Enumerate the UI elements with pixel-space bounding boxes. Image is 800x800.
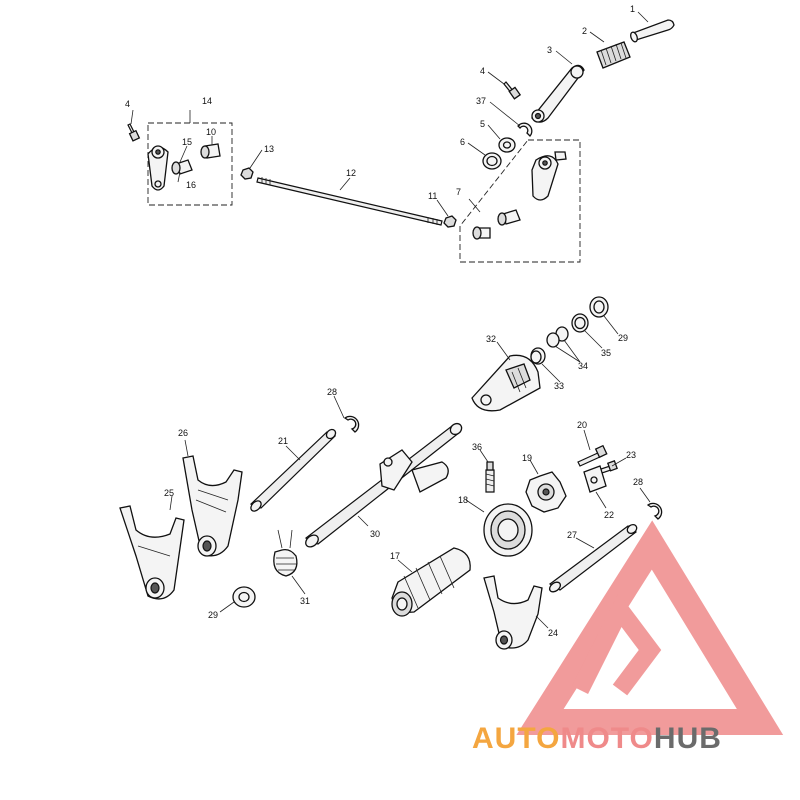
part-35-washer bbox=[571, 313, 589, 333]
part-17-shift-drum bbox=[391, 547, 471, 617]
callout-4: 4 bbox=[480, 66, 485, 76]
callout-34: 34 bbox=[578, 361, 588, 371]
part-6-washer bbox=[482, 152, 502, 170]
part-4-bolt-left bbox=[127, 123, 141, 142]
part-28-clip-right bbox=[646, 502, 663, 520]
callout-25: 25 bbox=[164, 488, 174, 498]
callout-27: 27 bbox=[567, 530, 577, 540]
part-11-nut bbox=[443, 215, 457, 228]
part-20-bolt bbox=[577, 444, 608, 467]
callout-33: 33 bbox=[554, 381, 564, 391]
watermark-logo bbox=[516, 520, 784, 735]
callout-26: 26 bbox=[178, 428, 188, 438]
part-32-shift-plate bbox=[471, 354, 541, 412]
part-2-rubber-grip bbox=[596, 41, 631, 69]
callout-22: 22 bbox=[604, 510, 614, 520]
part-13-nut bbox=[240, 167, 254, 180]
assembly-box-7 bbox=[459, 139, 581, 263]
part-29-washer-upper bbox=[589, 296, 609, 318]
callout-35: 35 bbox=[601, 348, 611, 358]
callout-28-left: 28 bbox=[327, 387, 337, 397]
callout-labels: 1 2 3 4 37 5 6 7 4 14 15 10 16 13 12 11 … bbox=[125, 4, 643, 638]
part-18-bearing bbox=[483, 503, 533, 557]
callout-24: 24 bbox=[548, 628, 558, 638]
part-28-clip-left bbox=[343, 415, 360, 433]
svg-text:AUTOMOTOHUB: AUTOMOTOHUB bbox=[472, 722, 722, 755]
leader-lines bbox=[130, 11, 651, 629]
part-24-shift-fork bbox=[483, 575, 543, 650]
part-7-shift-arm bbox=[472, 151, 567, 240]
part-22-bracket bbox=[583, 465, 607, 493]
watermark-auto: AUTO bbox=[472, 722, 560, 755]
assembly-box-14 bbox=[147, 110, 233, 206]
part-15-ball-joint bbox=[171, 159, 193, 175]
callout-29-lower: 29 bbox=[208, 610, 218, 620]
part-25-shift-fork bbox=[119, 505, 185, 600]
callout-16: 16 bbox=[186, 180, 196, 190]
watermark-hub: HUB bbox=[654, 722, 722, 755]
watermark-moto: MOTO bbox=[560, 722, 653, 755]
callout-13: 13 bbox=[264, 144, 274, 154]
callout-6: 6 bbox=[460, 137, 465, 147]
callout-20: 20 bbox=[577, 420, 587, 430]
part-4-bolt bbox=[503, 81, 522, 100]
part-12-shift-rod bbox=[256, 177, 443, 226]
callout-29-upper: 29 bbox=[618, 333, 628, 343]
part-27-shaft bbox=[548, 523, 638, 593]
part-36-detent-spring bbox=[485, 461, 495, 493]
part-33-spring bbox=[530, 347, 546, 365]
part-30-shift-shaft bbox=[304, 422, 463, 548]
callout-21: 21 bbox=[278, 436, 288, 446]
part-19-star-cam bbox=[525, 471, 567, 513]
part-3-shift-lever bbox=[531, 64, 585, 123]
callout-23: 23 bbox=[626, 450, 636, 460]
callout-15: 15 bbox=[182, 137, 192, 147]
callout-5: 5 bbox=[480, 119, 485, 129]
callout-37: 37 bbox=[476, 96, 486, 106]
callout-11: 11 bbox=[428, 191, 437, 201]
part-31-spring bbox=[273, 529, 298, 577]
callout-36: 36 bbox=[472, 442, 482, 452]
callout-7: 7 bbox=[456, 187, 461, 197]
part-26-shift-fork bbox=[182, 455, 243, 557]
part-10-ball-joint bbox=[200, 143, 221, 159]
callout-14: 14 bbox=[202, 96, 212, 106]
part-5-washer bbox=[498, 137, 516, 153]
part-34-circlips bbox=[546, 326, 569, 348]
callout-10: 10 bbox=[206, 127, 216, 137]
part-37-clip bbox=[517, 122, 533, 137]
watermark-wordmark: AUTOMOTOHUB bbox=[472, 722, 722, 755]
callout-2: 2 bbox=[582, 26, 587, 36]
callout-17: 17 bbox=[390, 551, 400, 561]
callout-18: 18 bbox=[458, 495, 468, 505]
part-16-arm bbox=[147, 145, 169, 191]
callout-31: 31 bbox=[300, 596, 310, 606]
callout-1: 1 bbox=[630, 4, 635, 14]
part-29-washer-lower bbox=[232, 586, 256, 608]
callout-30: 30 bbox=[370, 529, 380, 539]
callout-19: 19 bbox=[522, 453, 532, 463]
callout-3: 3 bbox=[547, 45, 552, 55]
callout-28-right: 28 bbox=[633, 477, 643, 487]
callout-32: 32 bbox=[486, 334, 496, 344]
callout-12: 12 bbox=[346, 168, 356, 178]
part-21-shaft bbox=[249, 428, 337, 512]
part-1-pin bbox=[630, 19, 675, 43]
callout-4-left: 4 bbox=[125, 99, 130, 109]
